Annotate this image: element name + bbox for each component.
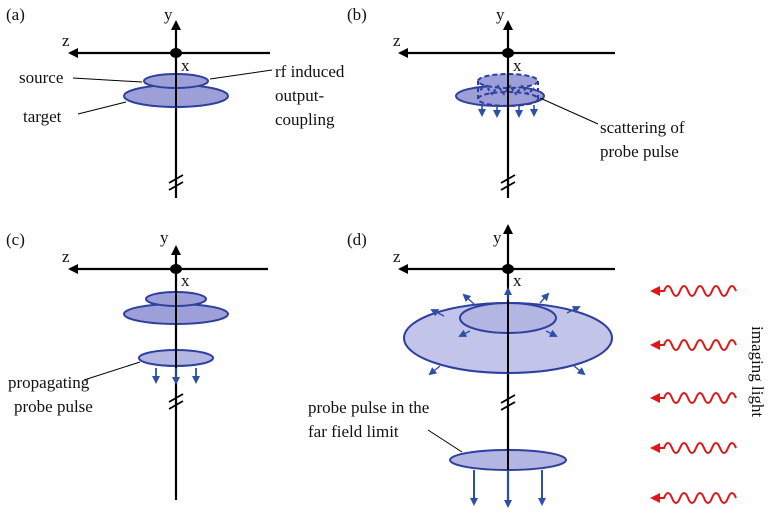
panel-b-scattering-label-2: probe pulse [600,142,679,161]
panel-a-source-leader [72,77,143,83]
panel-c-propagating-label-2: probe pulse [14,397,93,416]
imaging-light-wave-3 [650,392,737,404]
panel-a-x-label: x [181,56,190,75]
panel-d: (d) y z x probe pulse in the far field l… [308,224,767,508]
imaging-light-wave-5 [650,492,737,504]
panel-d-expansion-arrow-5 [566,306,581,314]
panel-d-expansion-arrow-3 [539,292,550,304]
panel-b-axis-break-1 [500,174,516,184]
panel-d-far-leader [427,429,463,453]
panel-a-rf-label-1: rf induced [275,62,345,81]
panel-c-tag: (c) [6,230,25,249]
panel-d-axis-break-2 [500,401,516,411]
panel-d-expansion-arrow-7 [545,329,558,337]
panel-a-target-label: target [23,107,62,126]
panel-c-axis-break-2 [168,400,184,410]
panel-c-y-label: y [160,228,169,247]
panel-d-expansion-arrow-4 [430,309,445,317]
panel-b: (b) y z x scattering of probe pulse [347,5,685,198]
panel-d-axis-break-1 [500,394,516,404]
panel-a-axis-break-2 [168,181,184,191]
panel-b-axis-break-2 [500,181,516,191]
panel-d-far-label-1: probe pulse in the [308,398,429,417]
panel-b-y-label: y [496,5,505,24]
panel-a-target-leader [77,101,127,115]
panel-b-x-label: x [513,56,522,75]
panel-c-x-label: x [181,271,190,290]
panel-a-rf-label-3: coupling [275,110,335,129]
panel-a-z-label: z [62,31,70,50]
panel-a-x-axis-dot [170,48,182,58]
panel-a-source-label: source [19,68,63,87]
panel-a: (a) y z x source target rf induced outpu… [6,5,345,198]
panel-a-rf-label-2: output- [275,86,324,105]
panel-d-y-label: y [493,228,502,247]
panel-a-rf-leader [209,69,273,80]
panel-d-x-label: x [513,271,522,290]
panel-d-expansion-arrow-6 [458,329,471,337]
panel-b-scattering-leader [539,97,599,125]
panel-d-expansion-arrow-8 [428,365,441,376]
panel-a-tag: (a) [6,5,25,24]
panel-b-x-axis-dot [502,48,514,58]
panel-c-z-label: z [62,247,70,266]
panel-b-tag: (b) [347,5,367,24]
panel-d-x-axis-dot [502,264,514,274]
imaging-light-wave-4 [650,442,737,454]
panel-c-axis-break-1 [168,393,184,403]
imaging-light-wave-2 [650,339,737,351]
panel-d-imaging-light-label: imaging light [748,326,767,417]
panel-a-axis-break-1 [168,174,184,184]
panel-d-tag: (d) [347,230,367,249]
panel-c-x-axis-dot [170,264,182,274]
panel-d-imaging-light [650,285,737,504]
panel-d-expansion-arrow-1 [462,293,475,305]
panel-b-z-label: z [393,31,401,50]
panel-c-propagating-label-1: propagating [8,373,90,392]
panel-d-z-label: z [393,247,401,266]
imaging-light-wave-1 [650,285,737,297]
panel-c: (c) y z x propagating probe pulse [6,228,268,500]
panel-b-scattering-label-1: scattering of [600,118,685,137]
panel-d-expansion-arrow-9 [573,365,586,376]
panel-a-y-label: y [164,5,173,24]
panel-c-propagating-leader [83,361,141,381]
panel-d-far-label-2: far field limit [308,422,399,441]
